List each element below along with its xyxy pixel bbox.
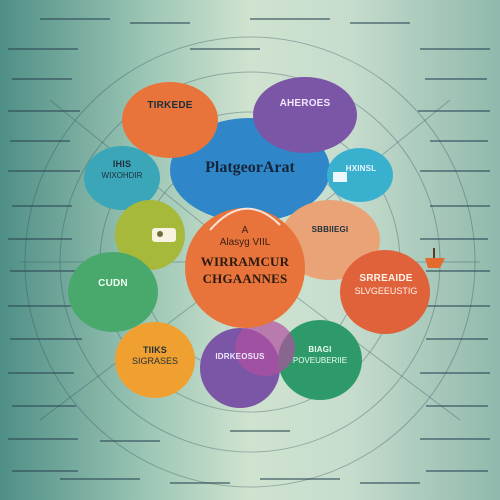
bottom-green-heading: BIAGI bbox=[308, 345, 332, 354]
node-blob-right-blue bbox=[327, 148, 393, 202]
center-circle bbox=[185, 208, 305, 328]
bottom-orange-heading: TIIKS bbox=[142, 345, 167, 355]
book-icon bbox=[333, 172, 347, 182]
center-subtitle-line1: A bbox=[241, 225, 249, 236]
center-main-line2: CHGAANNES bbox=[202, 271, 288, 286]
center-subtitle-line2: Alasyg VIIL bbox=[219, 237, 271, 248]
top-purple-heading: AHEROES bbox=[279, 98, 331, 109]
node-blob-bottom-orange bbox=[115, 322, 195, 398]
node-blob-left-green bbox=[68, 252, 158, 332]
node-blob-top-purple bbox=[253, 77, 357, 153]
node-blob-left-teal bbox=[84, 146, 160, 210]
boat-icon bbox=[425, 248, 445, 268]
top-orange-heading: TIRKEDE bbox=[147, 100, 193, 111]
bottom-green-sub: POVEUBERIIE bbox=[292, 356, 348, 365]
left-teal-heading: IHIS bbox=[112, 159, 132, 169]
bottom-orange-sub: SIGRASES bbox=[131, 356, 178, 366]
left-green-heading: CUDN bbox=[98, 278, 128, 289]
drawing-icon bbox=[152, 228, 176, 242]
right-orange-sub: SLVGEEUSTIG bbox=[354, 286, 418, 296]
node-blob-top-orange bbox=[122, 82, 218, 158]
center-title: PlatgeorArat bbox=[205, 159, 295, 176]
right-peach-heading: SBBIIEGI bbox=[311, 225, 349, 234]
node-blob-bottom-green bbox=[278, 320, 362, 400]
right-orange-heading: SRREAIDE bbox=[359, 273, 413, 284]
node-blob-right-peach bbox=[280, 200, 380, 280]
node-blob-left-yellowgreen bbox=[115, 200, 185, 270]
right-blue-heading: HXINSL bbox=[345, 164, 377, 173]
node-blob-bottom-magenta bbox=[235, 320, 295, 376]
bottom-purple-heading: IDRKEOSUS bbox=[215, 352, 265, 361]
node-blob-right-redorange bbox=[340, 250, 430, 334]
center-arc bbox=[209, 207, 281, 231]
center-main-line1: WIRRAMCUR bbox=[200, 254, 290, 269]
left-teal-sub: WIXOHDIR bbox=[101, 171, 143, 180]
